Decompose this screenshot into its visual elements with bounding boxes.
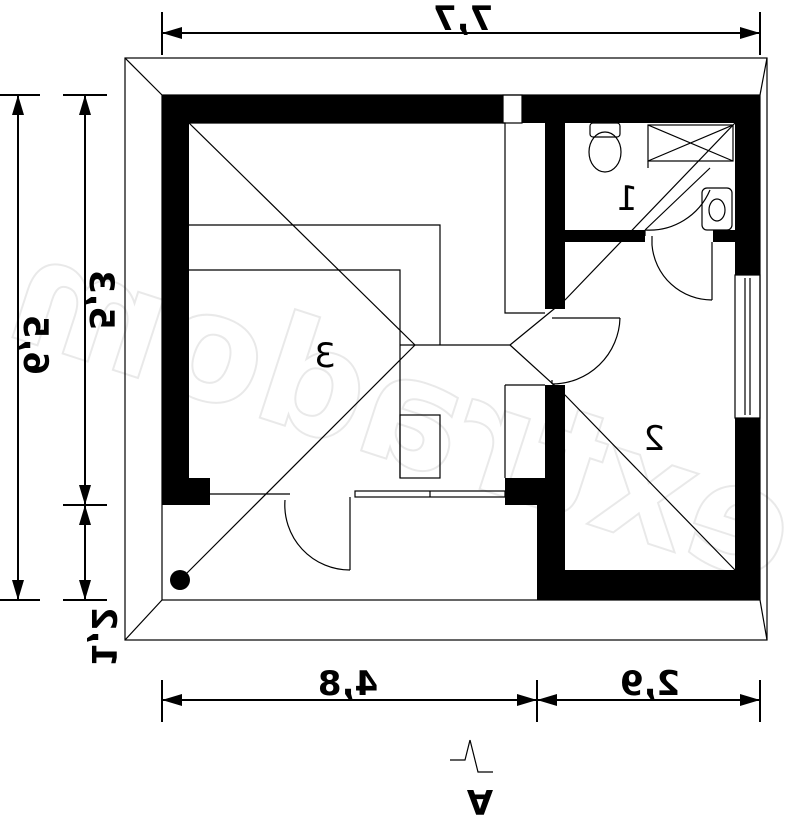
sink-icon [701,187,733,231]
shower-icon [647,124,734,168]
dim-bottom-right: 2,9 [620,664,680,704]
dim-left-lower: 1,2 [83,607,123,667]
door-swings [284,167,713,571]
drain-marker [170,570,190,590]
room-3-label: 3 [314,336,336,376]
section-marker: A [450,739,493,821]
openings [210,94,761,498]
dimension-lines [0,12,761,722]
bathroom-fixtures [588,122,734,231]
walls [162,95,760,600]
dim-left-upper: 5,3 [81,270,121,330]
room3-interior [179,122,736,581]
dim-top-width: 7,7 [433,0,493,39]
room-2-label: 2 [643,419,665,459]
dim-left-total: 6,5 [15,315,55,375]
section-marker-label: A [466,781,493,821]
room-1-label: 1 [616,179,638,219]
dim-bottom-left: 4,8 [318,664,378,704]
toilet-icon [588,122,622,173]
